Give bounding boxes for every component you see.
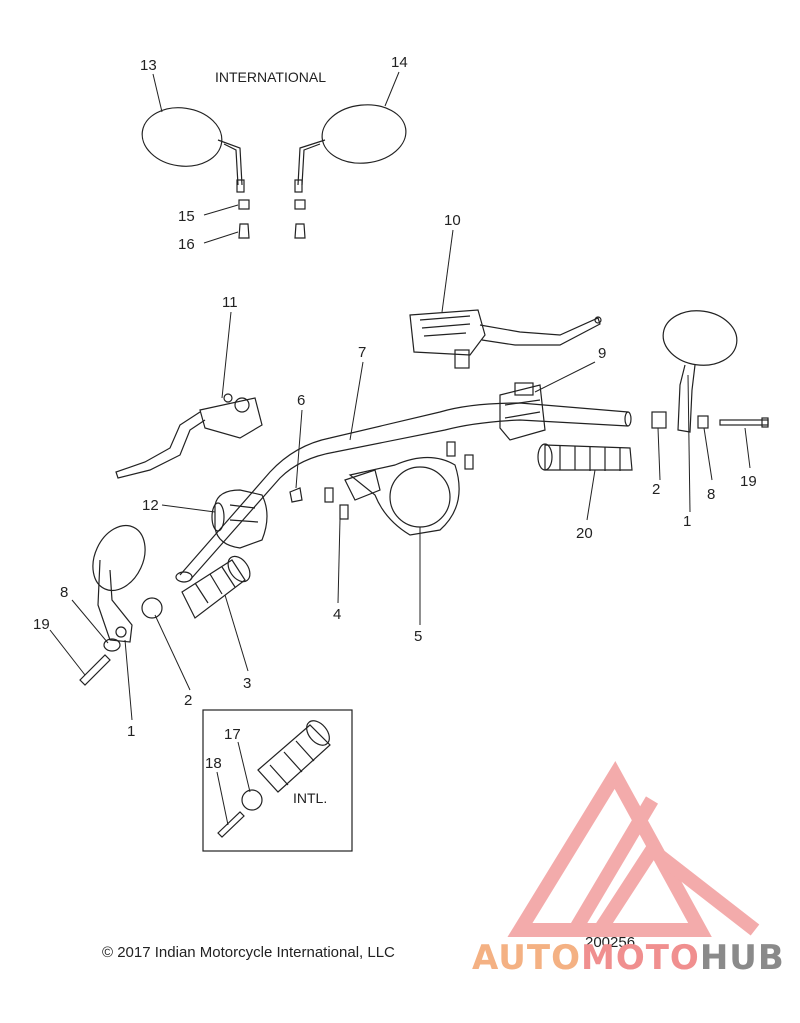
nut-15 (238, 199, 306, 210)
washer-8-left (103, 638, 121, 652)
callout-19-right: 19 (740, 473, 757, 490)
watermark-part-moto: MOTO (580, 938, 700, 978)
callout-19-left: 19 (33, 616, 50, 633)
callout-7: 7 (358, 344, 366, 361)
copyright-text: © 2017 Indian Motorcycle International, … (102, 944, 395, 961)
throttle-grip-20 (537, 443, 633, 471)
callout-20: 20 (576, 525, 593, 542)
watermark-part-hub: HUB (699, 938, 785, 978)
callout-14: 14 (391, 54, 408, 71)
callout-3: 3 (243, 675, 251, 692)
clip-6 (289, 487, 303, 503)
spacer-2-right (651, 411, 667, 429)
callout-15: 15 (178, 208, 195, 225)
leader-lines (49, 71, 751, 826)
callout-1-left: 1 (127, 723, 135, 740)
callout-8-left: 8 (60, 584, 68, 601)
callout-4: 4 (333, 606, 341, 623)
callout-1-right: 1 (683, 513, 691, 530)
callout-12: 12 (142, 497, 159, 514)
switch-housing-12 (211, 489, 268, 549)
callout-2-right: 2 (652, 481, 660, 498)
mirror-right-14 (294, 104, 407, 193)
clutch-lever-11 (115, 393, 263, 479)
callout-9: 9 (598, 345, 606, 362)
callout-5: 5 (414, 628, 422, 645)
inset-frame (202, 709, 353, 852)
bolt-19-left (79, 654, 111, 686)
watermark-part-auto: AUTO (472, 938, 581, 978)
adapter-16 (238, 223, 306, 239)
mirror-right-1 (662, 310, 738, 433)
callout-8-right: 8 (707, 486, 715, 503)
region-label: INTERNATIONAL (215, 69, 326, 85)
callout-10: 10 (444, 212, 461, 229)
inset-label: INTL. (293, 790, 327, 806)
callout-18: 18 (205, 755, 222, 772)
watermark-logo (507, 761, 760, 937)
handlebar-7 (175, 402, 632, 583)
grip-3 (181, 555, 251, 619)
washer-8-right (697, 415, 709, 429)
callout-17: 17 (224, 726, 241, 743)
clamp-5 (344, 456, 460, 536)
end-cap-17 (241, 789, 263, 811)
screw-4 (324, 441, 474, 520)
callout-11: 11 (222, 294, 238, 311)
screw-18 (217, 811, 245, 838)
bolt-19-right (719, 417, 769, 428)
mirror-left-1 (92, 524, 146, 643)
mirror-left-13 (141, 107, 245, 193)
callout-13: 13 (140, 57, 157, 74)
master-cylinder-10 (409, 309, 602, 369)
switch-housing-9 (499, 382, 546, 441)
callout-2-left: 2 (184, 692, 192, 709)
watermark-text: AUTOMOTOHUB (472, 938, 785, 978)
spacer-2-left (141, 597, 163, 619)
grip-intl (257, 720, 331, 793)
diagram-number: 200256 (585, 934, 636, 951)
callout-6: 6 (297, 392, 305, 409)
callout-16: 16 (178, 236, 195, 253)
